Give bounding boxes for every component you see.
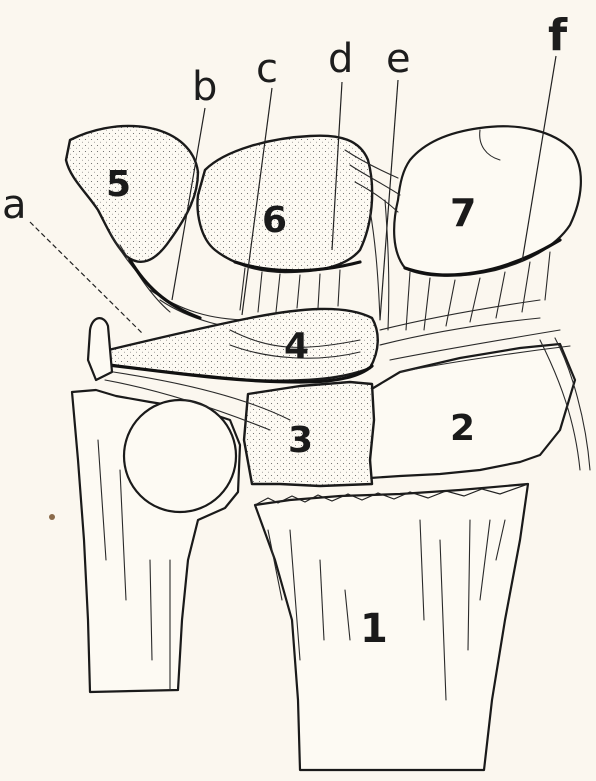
label-4: 4 — [284, 326, 309, 367]
label-c: c — [256, 46, 278, 92]
label-e: e — [386, 36, 411, 82]
label-7: 7 — [450, 191, 476, 235]
label-3: 3 — [288, 420, 313, 461]
label-a: a — [2, 182, 27, 228]
bone-5-lower-contour — [130, 260, 200, 318]
stray-mark — [49, 514, 55, 520]
bone-5 — [66, 126, 198, 262]
ulnar-styloid — [88, 318, 112, 380]
label-f: f — [548, 10, 568, 61]
label-2: 2 — [450, 408, 475, 449]
ulnar-head — [124, 400, 236, 512]
radius-shaft — [255, 484, 528, 770]
label-b: b — [192, 64, 217, 110]
label-6: 6 — [262, 200, 287, 241]
label-5: 5 — [106, 164, 131, 205]
label-1: 1 — [360, 606, 388, 652]
bone-7 — [394, 126, 581, 276]
label-d: d — [328, 36, 353, 82]
